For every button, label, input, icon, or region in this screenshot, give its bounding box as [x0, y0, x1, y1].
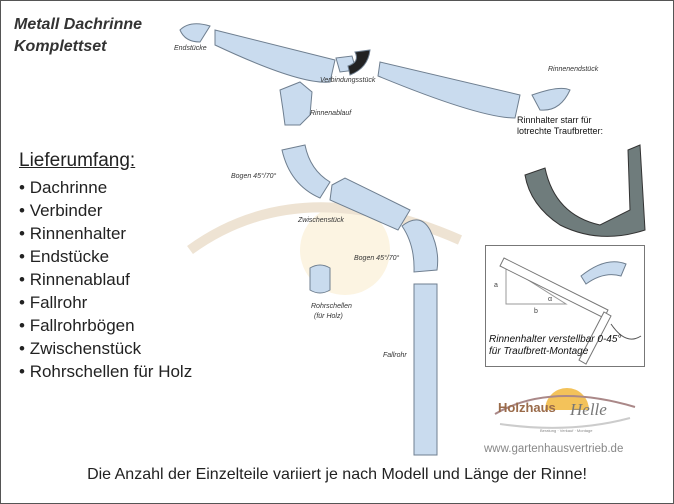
holder-note-line-2: lotrechte Traufbretter: — [517, 126, 604, 136]
gutter-left — [214, 29, 336, 83]
label-rohrschellen: Rohrschellen — [311, 303, 352, 310]
list-item: Rinnenhalter — [19, 222, 192, 245]
label-bogen-1: Bogen 45°/70° — [231, 173, 277, 180]
logo-brand-1: Holzhaus — [498, 400, 556, 415]
logo-brand-2: Helle — [570, 400, 607, 419]
list-item: Dachrinne — [19, 176, 192, 199]
list-item: Rinnenablauf — [19, 268, 192, 291]
label-zwischenstueck: Zwischenstück — [298, 217, 344, 224]
bend-1 — [281, 144, 331, 199]
bend-2 — [401, 219, 439, 273]
rigid-holder — [524, 144, 646, 237]
end-cap-right — [531, 87, 571, 111]
label-endstuecke: Endstücke — [174, 45, 207, 52]
label-alpha: α — [548, 296, 553, 303]
list-item: Endstücke — [19, 245, 192, 268]
footer-note: Die Anzahl der Einzelteile variiert je n… — [87, 466, 587, 483]
outlet — [279, 81, 313, 126]
website-url: www.gartenhausvertrieb.de — [484, 443, 624, 455]
label-bogen-2: Bogen 45°/70° — [354, 255, 400, 262]
gutter-right — [377, 61, 521, 119]
label-b: b — [534, 308, 538, 315]
page-title: Metall Dachrinne Komplettset — [14, 14, 142, 58]
caption-line-1: Rinnenhalter verstellbar 0-45° — [489, 334, 622, 345]
end-cap-left — [179, 23, 211, 43]
logo-graphic — [494, 388, 636, 429]
pipe-clamp — [309, 264, 331, 294]
adjustable-holder-caption: Rinnenhalter verstellbar 0-45° für Trauf… — [489, 334, 621, 358]
label-a: a — [494, 282, 498, 289]
list-item: Verbinder — [19, 199, 192, 222]
label-rohrschellen-sub: (für Holz) — [314, 313, 343, 320]
downpipe — [413, 283, 438, 456]
holzhaus-helle-logo: Holzhaus Helle Beratung · Verkauf · Mont… — [490, 382, 640, 442]
title-line-2: Komplettset — [14, 38, 107, 55]
label-verbindungsstueck: Verbindungsstück — [320, 77, 376, 84]
logo-tagline: Beratung · Verkauf · Montage — [540, 428, 593, 433]
delivery-list: Dachrinne Verbinder Rinnenhalter Endstüc… — [19, 176, 193, 383]
connector-dark — [347, 49, 371, 76]
label-rinnenendstueck: Rinnenendstück — [548, 66, 599, 73]
intermediate-pipe — [329, 177, 411, 231]
rigid-holder-note: Rinnhalter starr für lotrechte Traufbret… — [517, 115, 603, 137]
holder-note-line-1: Rinnhalter starr für — [517, 115, 592, 125]
label-rinnenablauf: Rinnenablauf — [310, 110, 352, 117]
title-line-1: Metall Dachrinne — [14, 16, 143, 33]
roof-angle-diagram — [499, 257, 642, 365]
adjustable-holder-box: a b α — [485, 245, 645, 367]
list-item: Fallrohr — [19, 291, 192, 314]
caption-line-2: für Traufbrett-Montage — [489, 346, 589, 357]
delivery-heading: Lieferumfang: — [19, 150, 136, 171]
list-item: Zwischenstück — [19, 337, 192, 360]
list-item: Rohrschellen für Holz — [19, 360, 193, 383]
label-fallrohr: Fallrohr — [383, 352, 407, 359]
list-item: Fallrohrbögen — [19, 314, 192, 337]
